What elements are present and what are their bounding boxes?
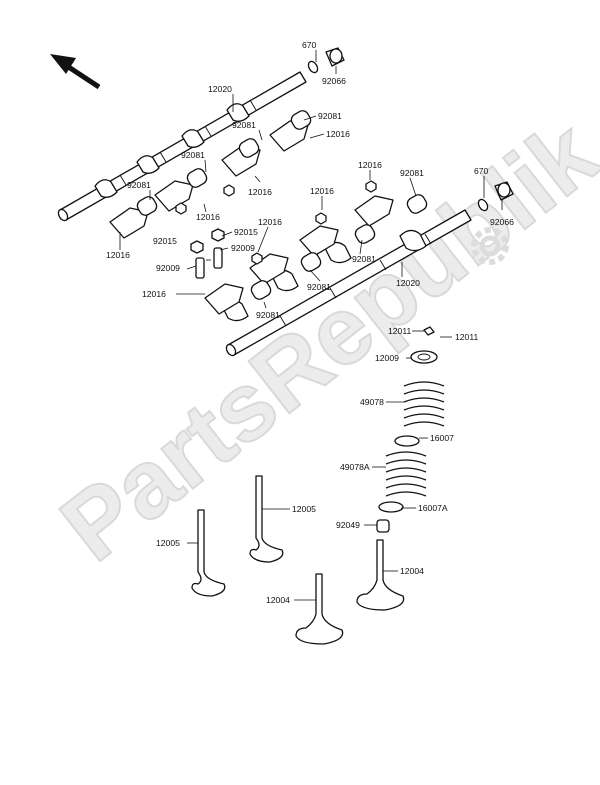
upper-camshaft: [57, 71, 307, 222]
valves: [191, 475, 405, 645]
label-670-upper: 670: [302, 40, 317, 50]
label-92015-b: 92015: [153, 236, 177, 246]
lower-springs: [250, 194, 428, 300]
label-92081-f: 92081: [307, 282, 331, 292]
label-12009: 12009: [375, 353, 399, 363]
label-670-lower: 670: [474, 166, 489, 176]
label-12016-d: 12016: [106, 250, 130, 260]
adjusters: [175, 180, 377, 279]
label-92081-d: 92081: [127, 180, 151, 190]
leader-lines: [119, 50, 503, 601]
label-92015-a: 92015: [234, 227, 258, 237]
label-12016-b: 12016: [248, 187, 272, 197]
label-92081-g: 92081: [352, 254, 376, 264]
label-12020-upper: 12020: [208, 84, 232, 94]
label-12004-b: 12004: [400, 566, 424, 576]
label-12011-a: 12011: [388, 326, 411, 336]
lower-camshaft: [221, 209, 472, 357]
part-labels: 670 92066 12020 92081 92081 12016 92081 …: [106, 40, 514, 605]
label-12016-c: 12016: [196, 212, 220, 222]
label-92081-e: 92081: [400, 168, 424, 178]
label-12016-f: 12016: [310, 186, 334, 196]
label-16007: 16007: [430, 433, 454, 443]
label-92081-h: 92081: [256, 310, 280, 320]
label-12016-e: 12016: [358, 160, 382, 170]
label-12005-b: 12005: [292, 504, 316, 514]
label-12004-a: 12004: [266, 595, 290, 605]
label-16007A: 16007A: [418, 503, 448, 513]
label-92009-b: 92009: [156, 263, 180, 273]
label-12016-h: 12016: [142, 289, 166, 299]
label-12020-lower: 12020: [396, 278, 420, 288]
lower-plug: [477, 181, 514, 212]
label-12016-g: 12016: [258, 217, 282, 227]
front-direction-arrow-icon: [50, 54, 101, 90]
label-49078: 49078: [360, 397, 384, 407]
label-92066-lower: 92066: [490, 217, 514, 227]
label-92049: 92049: [336, 520, 360, 530]
gear-watermark-icon: [471, 227, 509, 265]
label-92081-a: 92081: [318, 111, 342, 121]
label-49078A: 49078A: [340, 462, 370, 472]
upper-plug: [307, 47, 345, 74]
label-92081-b: 92081: [232, 120, 256, 130]
label-92066-upper: 92066: [322, 76, 346, 86]
label-92081-c: 92081: [181, 150, 205, 160]
label-92009-a: 92009: [231, 243, 255, 253]
upper-springs: [136, 110, 312, 216]
valve-stack: [376, 326, 445, 533]
label-12011-b: 12011: [455, 332, 478, 342]
label-12016-a: 12016: [326, 129, 350, 139]
label-12005-a: 12005: [156, 538, 180, 548]
